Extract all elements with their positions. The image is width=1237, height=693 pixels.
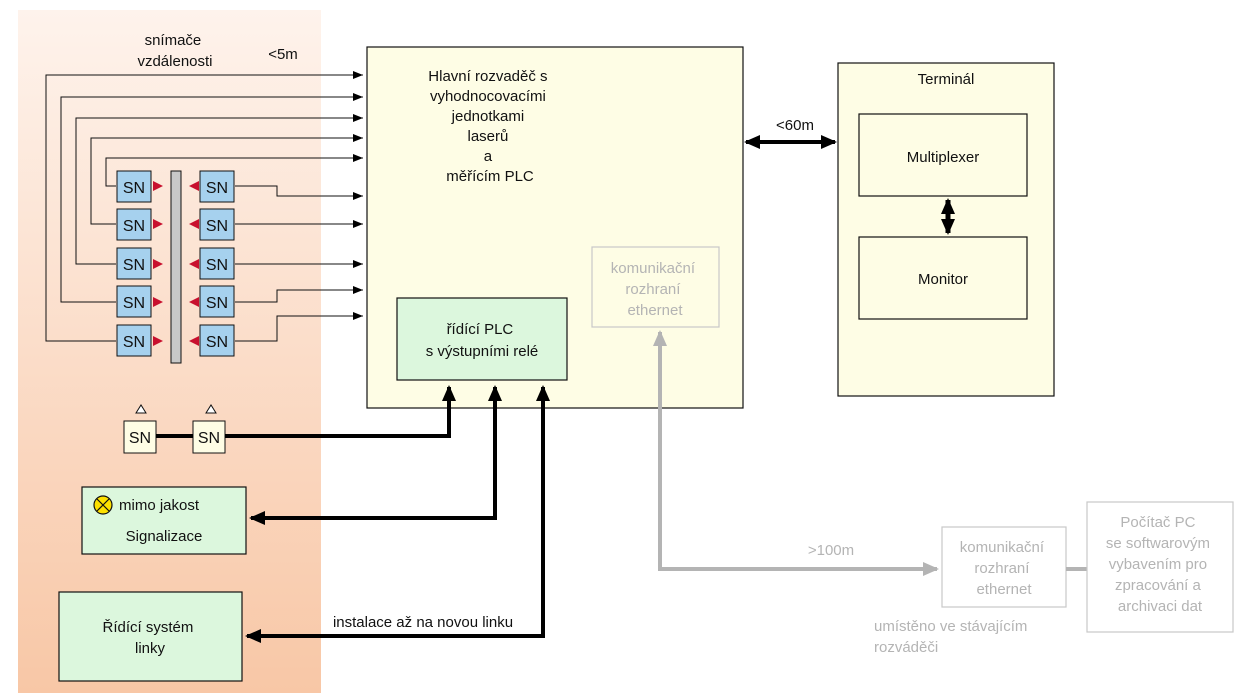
main-cabinet-line: měřícím PLC — [446, 168, 534, 185]
triangle-marker-icon — [205, 404, 217, 414]
sensor-right-5: SN — [189, 324, 235, 357]
comm-outer-line: ethernet — [976, 581, 1032, 598]
monitor-box — [858, 236, 1028, 320]
sensor-tag: SN — [206, 180, 228, 197]
sensor-tag: SN — [123, 334, 145, 351]
sensor-wires-right — [235, 185, 363, 342]
sensors-label-line: snímače — [145, 32, 202, 49]
comm-interface-inner — [591, 246, 720, 328]
plc-to-line-control-link — [245, 385, 550, 643]
ethernet-link — [653, 330, 939, 576]
sensor-wires-left — [45, 71, 363, 342]
sensor-right-2: SN — [189, 208, 235, 241]
sensors-label: snímače vzdálenosti — [137, 32, 212, 70]
sensor-left-4: SN — [116, 285, 163, 318]
comm-interface-outer — [941, 526, 1067, 608]
sensor-column-right: SN SN SN SN SN — [189, 170, 235, 357]
comm-outer-label: komunikační rozhraní ethernet — [960, 539, 1048, 598]
sensor-left-5: SN — [116, 324, 163, 357]
sensor-left-3: SN — [116, 247, 163, 280]
laser-marker-icon — [153, 181, 163, 191]
sensor-right-1: SN — [189, 170, 235, 203]
sensor-tag: SN — [123, 295, 145, 312]
comm-inner-line: komunikační — [611, 260, 696, 277]
laser-marker-icon — [189, 259, 199, 269]
sensor-tag: SN — [123, 218, 145, 235]
comm-outer-line: rozhraní — [974, 560, 1030, 577]
sensor-column-left: SN SN SN SN SN — [116, 170, 163, 357]
multiplexer-box — [858, 113, 1028, 197]
multiplexer-label: Multiplexer — [907, 149, 980, 166]
line-control-label: Řídící systém linky — [102, 619, 197, 657]
control-plc-line: s výstupními relé — [426, 343, 539, 360]
laser-marker-icon — [153, 259, 163, 269]
comm-outer-line: komunikační — [960, 539, 1045, 556]
signalization-title: Signalizace — [126, 528, 203, 545]
lamp-label: mimo jakost — [119, 497, 200, 514]
comm-outer-note-line: rozváděči — [874, 639, 938, 656]
sensor-left-1: SN — [116, 170, 163, 203]
main-cabinet-line: a — [484, 148, 493, 165]
distance-pc-label: >100m — [808, 542, 854, 559]
sensor-tag: SN — [198, 430, 220, 447]
sensor-zone — [18, 10, 321, 693]
comm-inner-line: rozhraní — [625, 281, 681, 298]
sensor-tag: SN — [123, 257, 145, 274]
distance-sensors-label: <5m — [268, 46, 298, 63]
laser-marker-icon — [153, 336, 163, 346]
main-cabinet-label: Hlavní rozvaděč s vyhodnocovacími jednot… — [428, 68, 551, 185]
sensors-label-line: vzdálenosti — [137, 53, 212, 70]
laser-marker-icon — [189, 181, 199, 191]
pc-box — [1086, 501, 1234, 633]
lamp-cross — [96, 498, 110, 512]
main-cabinet-line: jednotkami — [451, 108, 525, 125]
triangle-marker-icon — [135, 404, 147, 414]
install-note: instalace až na novou linku — [333, 614, 513, 631]
laser-marker-icon — [153, 219, 163, 229]
sensor-tag: SN — [123, 180, 145, 197]
sensor-tag: SN — [206, 218, 228, 235]
comm-inner-label: komunikační rozhraní ethernet — [611, 260, 699, 319]
presence-sensors: SN SN — [123, 404, 226, 454]
laser-marker-icon — [189, 219, 199, 229]
comm-inner-line: ethernet — [627, 302, 683, 319]
monitor-label: Monitor — [918, 271, 968, 288]
pc-label: Počítač PC se softwarovým vybavením pro … — [1106, 514, 1214, 615]
control-plc-label: řídící PLC s výstupními relé — [426, 321, 539, 360]
sensor-tag: SN — [206, 334, 228, 351]
main-cabinet-line: Hlavní rozvaděč s — [428, 68, 547, 85]
line-control-line: linky — [135, 640, 166, 657]
line-control-box — [58, 591, 243, 682]
sensor-tag: SN — [206, 295, 228, 312]
comm-outer-note-line: umístěno ve stávajícím — [874, 618, 1027, 635]
terminal-title: Terminál — [918, 71, 975, 88]
line-control-line: Řídící systém — [102, 619, 193, 636]
laser-marker-icon — [189, 297, 199, 307]
main-cabinet-line: laserů — [467, 128, 508, 145]
sensor-tag: SN — [129, 430, 151, 447]
comm-outer-note: umístěno ve stávajícím rozváděči — [874, 618, 1032, 656]
pc-line: archivaci dat — [1118, 598, 1203, 615]
pc-line: vybavením pro — [1109, 556, 1207, 573]
sensor-tag: SN — [206, 257, 228, 274]
measuring-gap-bar — [170, 170, 182, 364]
sensor-left-2: SN — [116, 208, 163, 241]
control-plc-line: řídící PLC — [447, 321, 514, 338]
laser-marker-icon — [189, 336, 199, 346]
control-plc-box — [396, 297, 568, 381]
pc-line: se softwarovým — [1106, 535, 1210, 552]
sensor-right-4: SN — [189, 285, 235, 318]
distance-terminal-label: <60m — [776, 117, 814, 134]
pc-line: Počítač PC — [1120, 514, 1195, 531]
pc-line: zpracování a — [1115, 577, 1202, 594]
sensor-right-3: SN — [189, 247, 235, 280]
laser-marker-icon — [153, 297, 163, 307]
main-cabinet-line: vyhodnocovacími — [430, 88, 546, 105]
